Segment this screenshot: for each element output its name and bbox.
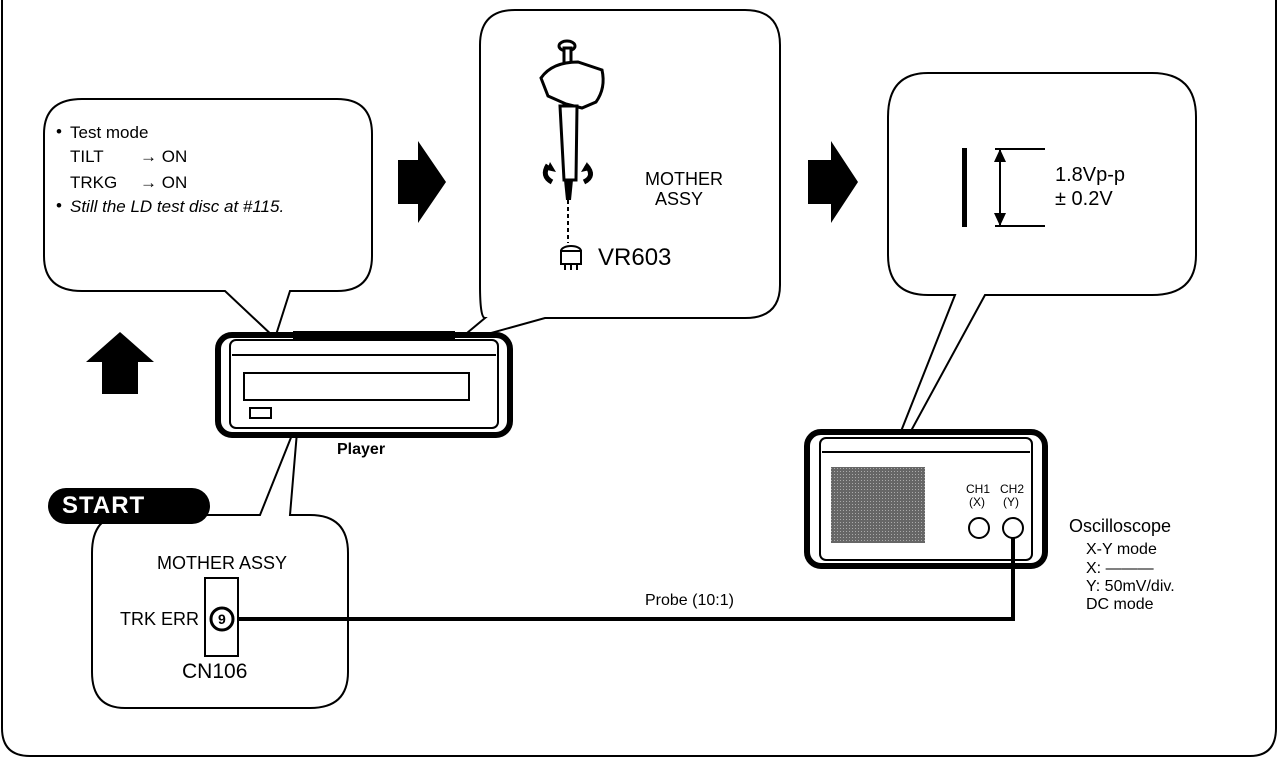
ch2-input-jack xyxy=(1002,517,1024,539)
waveform-graphic xyxy=(962,148,1045,227)
oscilloscope-screen xyxy=(831,467,925,543)
tolerance-label: ± 0.2V xyxy=(1055,188,1113,210)
pin-9-terminal xyxy=(209,606,235,632)
right-arrow-icon xyxy=(808,141,858,223)
probe-wire xyxy=(236,538,1015,621)
test-mode-title: Test mode xyxy=(70,123,149,142)
pin-number: 9 xyxy=(218,611,226,627)
still-bullet: • xyxy=(56,196,62,215)
connector-callout xyxy=(91,419,349,709)
setting-x: X: ——— xyxy=(1086,560,1154,577)
setting-dc-mode: DC mode xyxy=(1086,596,1154,613)
start-badge-shape xyxy=(48,488,210,524)
amplitude-label: 1.8Vp-p xyxy=(1055,164,1126,186)
oscilloscope-title: Oscilloscope xyxy=(1069,516,1172,536)
waveform-callout xyxy=(874,72,1197,498)
connector-cn106 xyxy=(204,577,239,657)
ch1-label: CH1 xyxy=(966,482,991,496)
tilt-value: → ON xyxy=(140,147,188,166)
test-mode-bullet: • xyxy=(56,122,62,141)
setting-y: Y: 50mV/div. xyxy=(1086,578,1175,595)
start-badge: START xyxy=(62,492,146,519)
mother-assy-line1: MOTHER xyxy=(645,169,723,189)
mother-assy-label: MOTHER ASSY xyxy=(157,553,288,573)
ch1-input-jack xyxy=(968,517,990,539)
probe-label: Probe (10:1) xyxy=(645,592,734,609)
potentiometer-icon xyxy=(560,245,582,270)
tilt-label: TILT xyxy=(70,147,104,166)
mother-assy-line2: ASSY xyxy=(655,189,704,209)
ch2-label: CH2 xyxy=(1000,482,1025,496)
ch2-axis-label: (Y) xyxy=(1003,495,1019,509)
trkg-label: TRKG xyxy=(70,173,118,192)
test-mode-callout xyxy=(43,98,373,340)
vr603-label: VR603 xyxy=(598,244,672,271)
player-icon xyxy=(215,331,513,438)
still-disc-text: Still the LD test disc at #115. xyxy=(70,197,285,216)
right-arrow-icon xyxy=(398,141,446,223)
screwdriver-hand-icon xyxy=(539,39,605,243)
cn106-label: CN106 xyxy=(182,660,248,683)
trk-err-label: TRK ERR xyxy=(120,609,200,629)
oscilloscope-icon xyxy=(804,429,1048,569)
up-arrow-icon xyxy=(86,332,154,394)
adjustment-callout xyxy=(454,9,781,344)
trkg-value: → ON xyxy=(140,173,188,192)
ch1-axis-label: (X) xyxy=(969,495,985,509)
player-label: Player xyxy=(337,441,386,458)
setting-xy-mode: X-Y mode xyxy=(1086,541,1157,558)
